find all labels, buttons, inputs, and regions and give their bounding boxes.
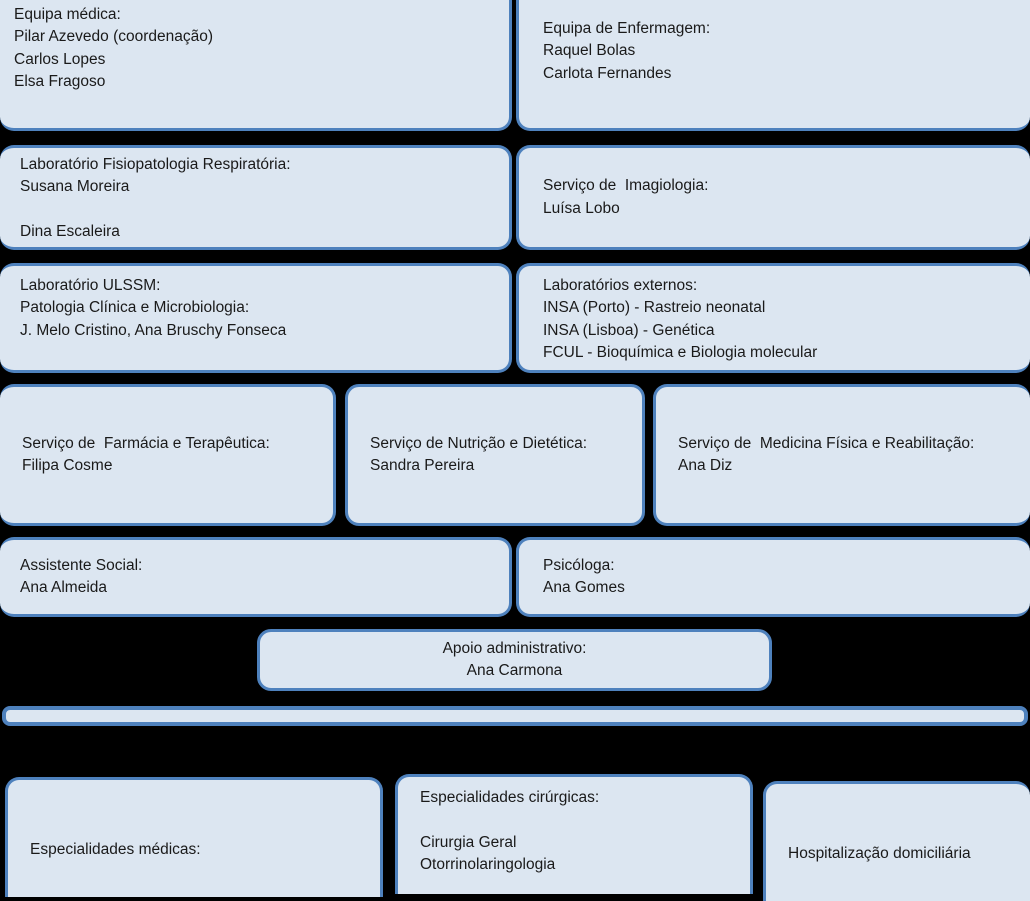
box-line: Carlota Fernandes [543, 64, 672, 82]
box-line: Equipa de Enfermagem: [543, 20, 711, 37]
box-especialidades-medicas: Especialidades médicas: [5, 777, 383, 897]
box-line: INSA (Porto) - Rastreio neonatal [543, 299, 766, 317]
box-line: Serviço de Medicina Física e Reabilitaçã… [678, 434, 975, 452]
box-line: J. Melo Cristino, Ana Bruschy Fonseca [20, 321, 287, 339]
box-servico-imagiologia: Serviço de Imagiologia: Luísa Lobo [516, 145, 1030, 250]
box-line: Apoio administrativo: [442, 639, 587, 657]
box-line: Ana Almeida [20, 579, 108, 596]
box-line: Serviço de Imagiologia: [543, 177, 709, 195]
box-line: Ana Carmona [466, 662, 563, 679]
box-line: Hospitalização domiciliária [788, 844, 971, 862]
box-apoio-administrativo: Apoio administrativo: Ana Carmona [257, 629, 772, 691]
box-line: Susana Moreira [20, 178, 130, 196]
box-line: Dina Escaleira [20, 223, 120, 241]
box-line: Especialidades médicas: [30, 840, 201, 858]
box-psicologa: Psicóloga: Ana Gomes [516, 537, 1030, 617]
box-line: Patologia Clínica e Microbiologia: [20, 299, 250, 317]
box-servico-farmacia: Serviço de Farmácia e Terapêutica: Filip… [0, 384, 336, 526]
box-servico-medicina-fisica: Serviço de Medicina Física e Reabilitaçã… [653, 384, 1030, 526]
box-line: Psicóloga: [543, 556, 615, 574]
box-equipa-enfermagem: Equipa de Enfermagem: Raquel Bolas Carlo… [516, 0, 1030, 131]
box-line: Pilar Azevedo (coordenação) [14, 28, 214, 46]
box-laboratorios-externos: Laboratórios externos: INSA (Porto) - Ra… [516, 263, 1030, 373]
box-line-blank [30, 794, 366, 816]
box-line-blank [788, 798, 1016, 820]
box-laboratorio-fisiopatologia: Laboratório Fisiopatologia Respiratória:… [0, 145, 512, 250]
box-line: Otorrinolaringologia [420, 856, 556, 874]
box-line: Filipa Cosme [22, 457, 113, 474]
box-laboratorio-ulssm: Laboratório ULSSM: Patologia Clínica e M… [0, 263, 512, 373]
box-line: Laboratórios externos: [543, 277, 698, 294]
box-line-blank [30, 816, 366, 838]
box-equipa-medica: Equipa médica: Pilar Azevedo (coordenaçã… [0, 0, 512, 131]
box-line: Equipa médica: [14, 6, 121, 23]
box-hospitalizacao-domiciliaria: Hospitalização domiciliária [763, 781, 1030, 901]
box-line-blank [788, 820, 1016, 842]
box-line: Sandra Pereira [370, 457, 475, 474]
box-especialidades-cirurgicas: Especialidades cirúrgicas: Cirurgia Gera… [395, 774, 753, 894]
box-line: Raquel Bolas [543, 42, 636, 60]
box-line: Elsa Fragoso [14, 73, 106, 91]
box-line: Cirurgia Geral [420, 833, 517, 851]
box-line: Laboratório Fisiopatologia Respiratória: [20, 156, 291, 173]
box-line: Laboratório ULSSM: [20, 277, 161, 294]
box-servico-nutricao: Serviço de Nutrição e Dietética: Sandra … [345, 384, 645, 526]
box-line: Serviço de Farmácia e Terapêutica: [22, 434, 270, 452]
section-divider-bar [2, 706, 1028, 726]
box-assistente-social: Assistente Social: Ana Almeida [0, 537, 512, 617]
box-line: Ana Diz [678, 457, 733, 474]
box-line: INSA (Lisboa) - Genética [543, 321, 715, 339]
box-line: Ana Gomes [543, 579, 625, 596]
box-line: Serviço de Nutrição e Dietética: [370, 434, 588, 452]
box-line: Carlos Lopes [14, 50, 106, 68]
box-line-blank [20, 199, 24, 221]
box-line: Luísa Lobo [543, 199, 620, 217]
box-line: FCUL - Bioquímica e Biologia molecular [543, 344, 818, 362]
box-line: Assistente Social: [20, 556, 143, 574]
box-line: Especialidades cirúrgicas: [420, 789, 600, 806]
box-line-blank [420, 809, 736, 831]
